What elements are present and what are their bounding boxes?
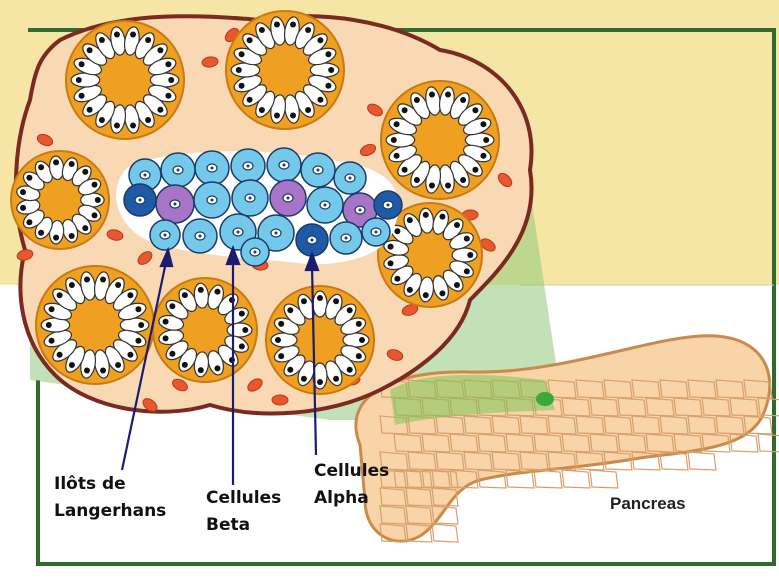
beta-cell <box>195 151 229 185</box>
label-islets: Ilôts de Langerhans <box>54 471 166 525</box>
beta-cell <box>241 238 269 266</box>
beta-cell <box>150 220 180 250</box>
red-blood-cell <box>272 395 288 406</box>
beta-cell <box>334 162 366 194</box>
beta-cell <box>301 153 335 187</box>
beta-cell <box>161 153 195 187</box>
label-alpha: Cellules Alpha <box>314 458 389 512</box>
delta-cell <box>374 191 402 219</box>
beta-cell <box>232 180 268 216</box>
label-alpha-line2: Alpha <box>314 485 389 512</box>
acinus <box>226 11 344 129</box>
acinus <box>36 266 154 384</box>
beta-cell <box>307 187 343 223</box>
beta-cell <box>183 219 217 253</box>
label-beta: Cellules Beta <box>206 485 281 539</box>
beta-cell <box>231 149 265 183</box>
acinus <box>11 151 109 249</box>
islet-of-langerhans <box>116 148 402 266</box>
beta-cell <box>194 182 230 218</box>
label-pancreas: Pancreas <box>610 494 686 514</box>
alpha-cell <box>270 180 306 216</box>
label-islets-line2: Langerhans <box>54 498 166 525</box>
label-beta-line1: Cellules <box>206 485 281 512</box>
islet-location-dot <box>536 392 554 406</box>
acinus <box>266 286 374 394</box>
label-beta-line2: Beta <box>206 512 281 539</box>
beta-cell <box>330 222 362 254</box>
acinus <box>153 278 257 382</box>
alpha-cell <box>156 185 194 223</box>
acinus <box>381 81 499 199</box>
beta-cell <box>267 148 301 182</box>
label-alpha-line1: Cellules <box>314 458 389 485</box>
beta-cell <box>362 218 390 246</box>
label-islets-line1: Ilôts de <box>54 471 166 498</box>
acinus <box>66 21 184 139</box>
delta-cell <box>124 184 156 216</box>
